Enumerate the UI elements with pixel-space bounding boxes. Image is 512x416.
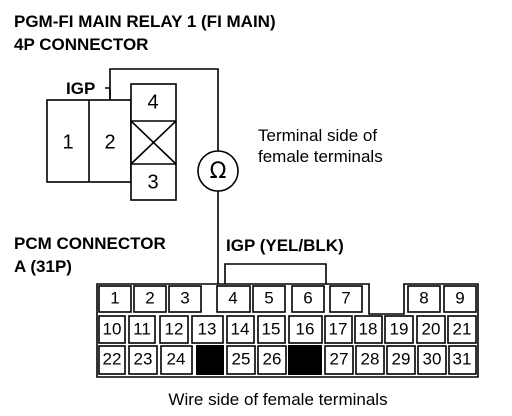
pcm-cell-11 (128, 315, 156, 344)
pcm-pin-14: 14 (231, 319, 250, 338)
pcm-cell-5 (252, 285, 286, 313)
pcm-cell-19 (384, 315, 414, 344)
pcm-pin-7: 7 (341, 288, 350, 307)
pcm-pin-20: 20 (422, 319, 441, 338)
pcm-pin-27: 27 (330, 349, 349, 368)
pcm-cell-31 (448, 345, 477, 375)
pcm-cell-6 (291, 285, 325, 313)
relay-pin-4: 4 (147, 91, 158, 113)
pcm-pin-22: 22 (103, 349, 122, 368)
pcm-pin-29: 29 (392, 349, 411, 368)
pcm-pin-13: 13 (198, 319, 217, 338)
ohm-icon: Ω (210, 159, 227, 184)
pcm-gap-right (288, 345, 322, 375)
relay-blank-cross-b (130, 120, 177, 165)
pcm-pin-1: 1 (110, 288, 119, 307)
pcm-latch-tab (224, 263, 327, 284)
pcm-pin-19: 19 (390, 319, 409, 338)
pcm-pin-9: 9 (455, 288, 464, 307)
pcm-pin-16: 16 (296, 319, 315, 338)
pcm-cell-27 (324, 345, 354, 375)
pcm-pin-2: 2 (145, 288, 154, 307)
pcm-cell-22 (98, 345, 126, 375)
pcm-pin-4: 4 (228, 288, 237, 307)
pcm-31p-connector: 1 2 3 4 5 6 7 8 9 10 11 12 13 14 15 16 1… (96, 283, 479, 378)
pcm-pin-18: 18 (359, 319, 378, 338)
terminal-note-line1: Terminal side of (258, 126, 377, 145)
relay-igp-label: IGP (66, 79, 95, 98)
relay-pin-1: 1 (62, 131, 73, 153)
pcm-cell-29 (386, 345, 416, 375)
pcm-pin-30: 30 (423, 349, 442, 368)
wire-side-note: Wire side of female terminals (168, 390, 387, 409)
pcm-pin-25: 25 (232, 349, 251, 368)
pcm-cell-24 (160, 345, 193, 375)
test-lead-top (109, 68, 219, 151)
pcm-cell-14 (226, 315, 255, 344)
pcm-title-line2: A (31P) (14, 257, 72, 276)
pcm-pin-28: 28 (361, 349, 380, 368)
pcm-cell-16 (288, 315, 323, 344)
terminal-note-line2: female terminals (258, 147, 383, 166)
pcm-cell-28 (355, 345, 385, 375)
pcm-pin-12: 12 (165, 319, 184, 338)
pcm-pin-8: 8 (419, 288, 428, 307)
pcm-cell-2 (133, 285, 167, 313)
pcm-pin-10: 10 (103, 319, 122, 338)
pcm-cell-4 (216, 285, 251, 313)
pcm-wire-label: IGP (YEL/BLK) (226, 236, 344, 255)
pcm-cell-25 (226, 345, 256, 375)
pcm-cell-17 (324, 315, 353, 344)
pcm-cell-26 (257, 345, 287, 375)
relay-title-line2: 4P CONNECTOR (14, 35, 148, 54)
pcm-cell-9 (443, 285, 477, 313)
ohmmeter: Ω (197, 150, 239, 192)
pcm-pin-6: 6 (303, 288, 312, 307)
pcm-title-line1: PCM CONNECTOR (14, 234, 166, 253)
pcm-pin-31: 31 (453, 349, 472, 368)
pcm-pin-17: 17 (329, 319, 348, 338)
pcm-cell-3 (168, 285, 202, 313)
pcm-pin-24: 24 (167, 349, 186, 368)
pcm-gap-left (196, 345, 224, 375)
pcm-pin-11: 11 (133, 319, 151, 338)
pcm-cell-10 (98, 315, 126, 344)
relay-pin-2: 2 (104, 131, 115, 153)
pcm-cell-13 (191, 315, 224, 344)
pcm-cell-21 (447, 315, 477, 344)
pcm-pin-15: 15 (262, 319, 281, 338)
pcm-pin-26: 26 (263, 349, 282, 368)
relay-title-line1: PGM-FI MAIN RELAY 1 (FI MAIN) (14, 12, 276, 31)
pcm-cell-20 (416, 315, 446, 344)
pcm-pin-23: 23 (134, 349, 153, 368)
pcm-cell-12 (159, 315, 189, 344)
pcm-pin-21: 21 (453, 319, 472, 338)
pcm-cell-15 (257, 315, 286, 344)
pcm-cell-1 (98, 285, 132, 313)
pcm-cell-7 (329, 285, 363, 313)
pcm-connector-outline (96, 283, 479, 378)
relay-pin-3: 3 (147, 171, 158, 193)
pcm-cell-8 (407, 285, 441, 313)
pcm-cell-30 (417, 345, 447, 375)
pcm-cell-18 (354, 315, 383, 344)
pcm-pin-5: 5 (264, 288, 273, 307)
pcm-cell-23 (128, 345, 158, 375)
pcm-pin-3: 3 (180, 288, 189, 307)
relay-4p-connector: 1 2 4 3 (46, 83, 177, 201)
